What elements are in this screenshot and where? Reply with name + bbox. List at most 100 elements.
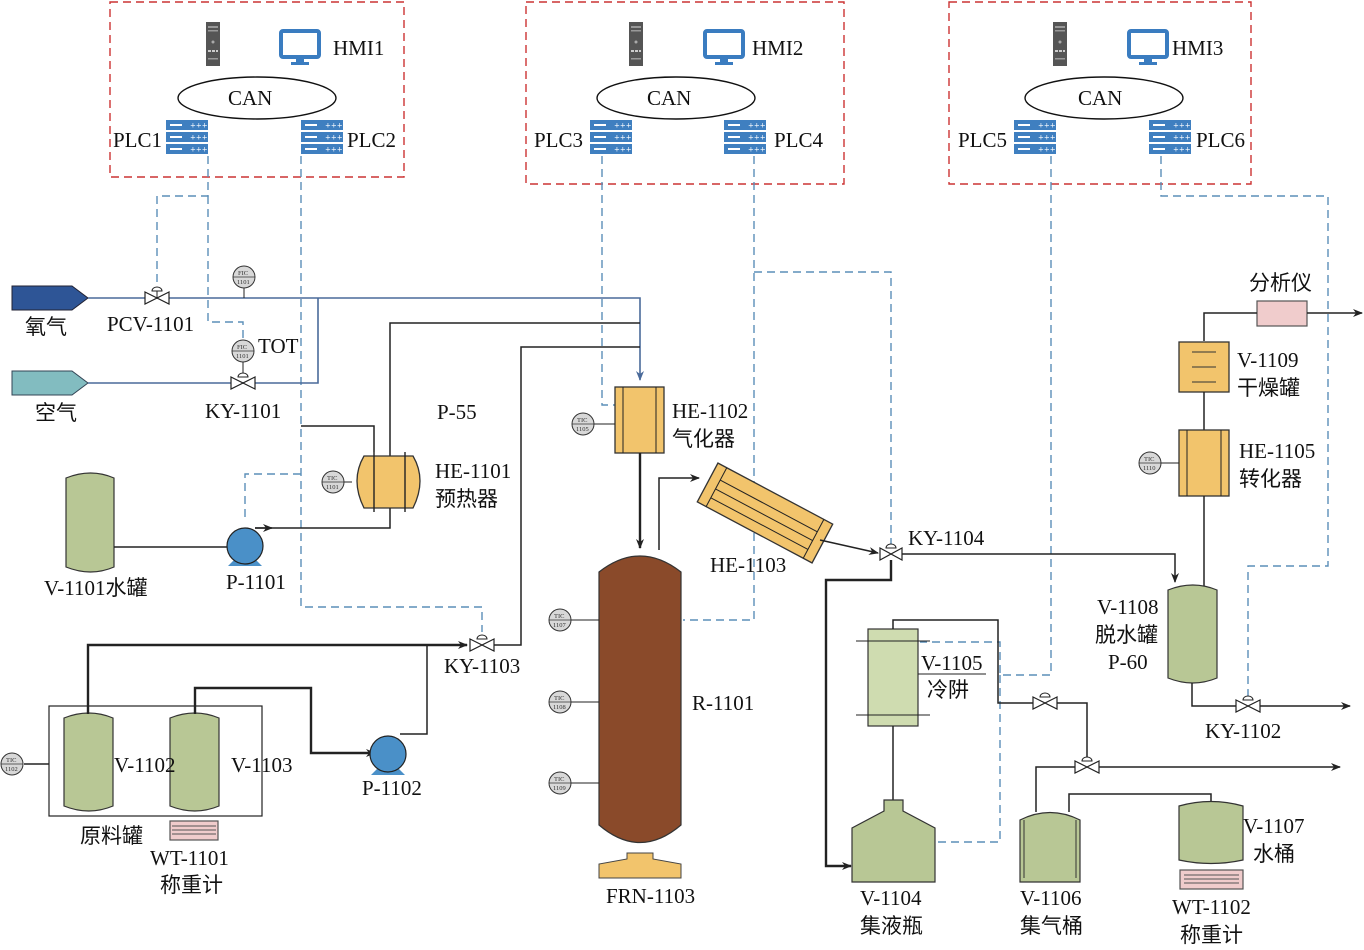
wt-1102-scale[interactable] [1179,869,1244,890]
v-1107-id: V-1107 [1243,814,1304,838]
zone-border [948,1,1252,185]
v-1104-collection-bottle[interactable] [851,799,936,883]
pipe [86,641,468,714]
tic-1102-instrument[interactable]: TIC 1102 [0,752,24,776]
he-1105-converter[interactable] [1178,429,1230,497]
plc-icon[interactable] [724,120,766,154]
p-1102-pump[interactable] [369,735,407,775]
pcv-1101-valve[interactable] [144,286,170,305]
v-1104-id: V-1104 [860,886,922,910]
he-1103-cooler[interactable] [696,462,834,564]
hmi-label: HMI2 [752,36,803,60]
hmi-label: HMI3 [1172,36,1223,60]
r-1101-reactor[interactable] [598,555,682,844]
r-1101-label: R-1101 [692,691,754,715]
v-1101-water-tank[interactable] [65,472,115,573]
pipe [520,346,640,620]
ky-1102-valve[interactable] [1235,695,1261,713]
tic-1107-instrument[interactable]: TIC 1107 [548,608,572,632]
zone-border [109,1,405,178]
frn-1103-furnace[interactable] [598,852,682,879]
tic-1105-instrument[interactable]: TIC 1105 [571,412,595,436]
server-icon [206,22,220,66]
he-1102-name: 气化器 [672,427,735,451]
svg-text:TIC: TIC [554,613,564,620]
v-1108-id: V-1108 [1097,595,1158,619]
signal-line [930,675,1001,843]
svg-text:TIC: TIC [554,695,564,702]
v-1107-water-bucket[interactable] [1178,800,1244,865]
he-1102-vaporizer[interactable] [614,386,665,454]
he-1102-id: HE-1102 [672,399,748,423]
pipe [1068,793,1212,812]
signal-line [244,473,301,520]
pipe [494,620,522,646]
monitor-icon[interactable] [703,29,745,67]
v-1102-tank[interactable] [63,712,114,812]
oxygen-label: 氧气 [25,315,67,339]
plc-icon[interactable] [590,120,632,154]
control-valve[interactable] [1074,756,1100,774]
raw-tank-label: 原料罐 [80,824,143,848]
ky-1102-label: KY-1102 [1205,719,1281,743]
plc-icon[interactable] [301,120,343,154]
frn-1103-label: FRN-1103 [606,884,695,908]
plc-icon[interactable] [166,120,208,154]
plc-icon[interactable] [1149,120,1191,154]
v-1108-dehydrator[interactable] [1167,584,1218,684]
signal-line [1160,156,1329,698]
signal-lines [156,156,1329,843]
wt-1102-id: WT-1102 [1172,895,1251,919]
signal-line [683,156,755,621]
pipe [819,539,879,555]
v-1106-id: V-1106 [1020,886,1081,910]
monitor-icon[interactable] [1127,29,1169,67]
v-1103-tank[interactable] [169,712,220,812]
svg-text:FIC: FIC [237,344,247,351]
pipe [1057,702,1088,761]
v-1106-gas-collector[interactable] [1019,811,1081,883]
svg-text:1108: 1108 [553,704,566,711]
p-1101-pump[interactable] [226,527,264,566]
he-1101-preheater[interactable] [356,452,421,512]
wt-1101-scale[interactable] [169,820,219,841]
ky-1103-valve[interactable] [469,634,495,652]
pipe [389,322,640,495]
tic-1109-instrument[interactable]: TIC 1109 [548,771,572,795]
air-label: 空气 [35,401,77,425]
pipe [1203,312,1257,341]
v-1103-label: V-1103 [231,753,292,777]
control-zone-3: HMI3 CAN PLC5 PLC6 [948,1,1252,185]
analyzer-label: 分析仪 [1249,271,1312,295]
plc-label: PLC1 [113,128,162,152]
control-valve[interactable] [1032,692,1058,710]
svg-text:TIC: TIC [1144,456,1154,463]
v-1105-cold-trap[interactable] [856,628,930,727]
server-icon [629,22,643,66]
plc-label: PLC2 [347,128,396,152]
v-1108-sub: P-60 [1108,650,1148,674]
pipe [902,553,1179,583]
fic-1101-instrument[interactable]: FIC 1101 [232,265,256,289]
p-55-label: P-55 [437,400,477,424]
tic-1110-instrument[interactable]: TIC 1110 [1138,451,1162,475]
fic-1101-tot-instrument[interactable]: FIC 1101 [231,339,255,363]
monitor-icon[interactable] [279,29,321,67]
plc-icon[interactable] [1014,120,1056,154]
v-1109-dryer[interactable] [1178,341,1230,393]
can-bus-label: CAN [1078,86,1122,110]
he-1103-label: HE-1103 [710,553,786,577]
p-1102-label: P-1102 [362,776,422,800]
wt-1101-id: WT-1101 [150,846,229,870]
pipe [892,619,1033,704]
control-zone-1: HMI1 CAN PLC1 PLC2 [109,1,405,178]
can-bus-label: CAN [228,86,272,110]
tic-1101-instrument[interactable]: TIC 1101 [321,470,345,494]
analyzer[interactable] [1256,300,1308,327]
tic-1108-instrument[interactable]: TIC 1108 [548,690,572,714]
pipe [658,474,700,550]
svg-text:1110: 1110 [1143,465,1156,472]
ky-1104-valve[interactable] [879,543,903,562]
ky-1101-valve[interactable] [230,372,256,390]
air-pipe [88,298,319,384]
